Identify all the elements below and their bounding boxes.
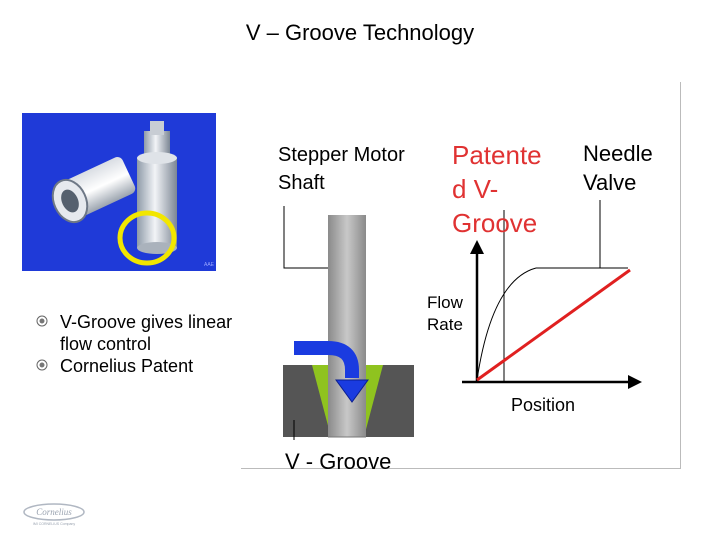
bullet-item: Cornelius Patent (36, 355, 236, 377)
nonlinear-curve (476, 267, 537, 381)
bullet-circle-icon (36, 315, 48, 327)
cornelius-logo-mark: Cornelius IMI CORNELIUS Company (23, 503, 85, 526)
needle-valve-label: Needle Valve (583, 141, 653, 195)
cornelius-logo: Cornelius IMI CORNELIUS Company (22, 503, 86, 527)
flow-arrow (294, 341, 359, 378)
valve-illustration: AAE (51, 121, 215, 268)
photo-corner-text: AAE (204, 262, 215, 268)
stepper-leader-line (283, 206, 328, 269)
logo-subtext: IMI CORNELIUS Company (33, 522, 75, 526)
bullet-text: V-Groove gives linear flow control (60, 312, 233, 354)
y-axis-arrowhead (470, 240, 484, 254)
highlight-ring (117, 210, 177, 266)
bullet-text: Cornelius Patent (60, 356, 194, 376)
diagram-frame (241, 82, 681, 469)
x-axis-arrowhead (628, 375, 642, 389)
position-label: Position (511, 395, 576, 415)
bullet-list: V-Groove gives linear flow control Corne… (36, 311, 236, 377)
shaft (328, 215, 366, 437)
slide-title: V – Groove Technology (245, 20, 475, 45)
logo-text: Cornelius (36, 507, 72, 517)
linear-flow-line (476, 268, 631, 382)
bullet-item: V-Groove gives linear flow control (36, 311, 236, 355)
needle-valve-photo: AAE (22, 113, 216, 271)
v-groove-label: V - Groove (285, 449, 392, 474)
stepper-motor-shaft-label: Stepper Motor Shaft (278, 144, 405, 194)
bullet-circle-icon (36, 359, 48, 371)
flow-rate-label: Flow Rate (427, 293, 463, 334)
flow-arrow-head (335, 379, 369, 403)
patented-vgroove-label: Patente d V- Groove (452, 140, 542, 238)
